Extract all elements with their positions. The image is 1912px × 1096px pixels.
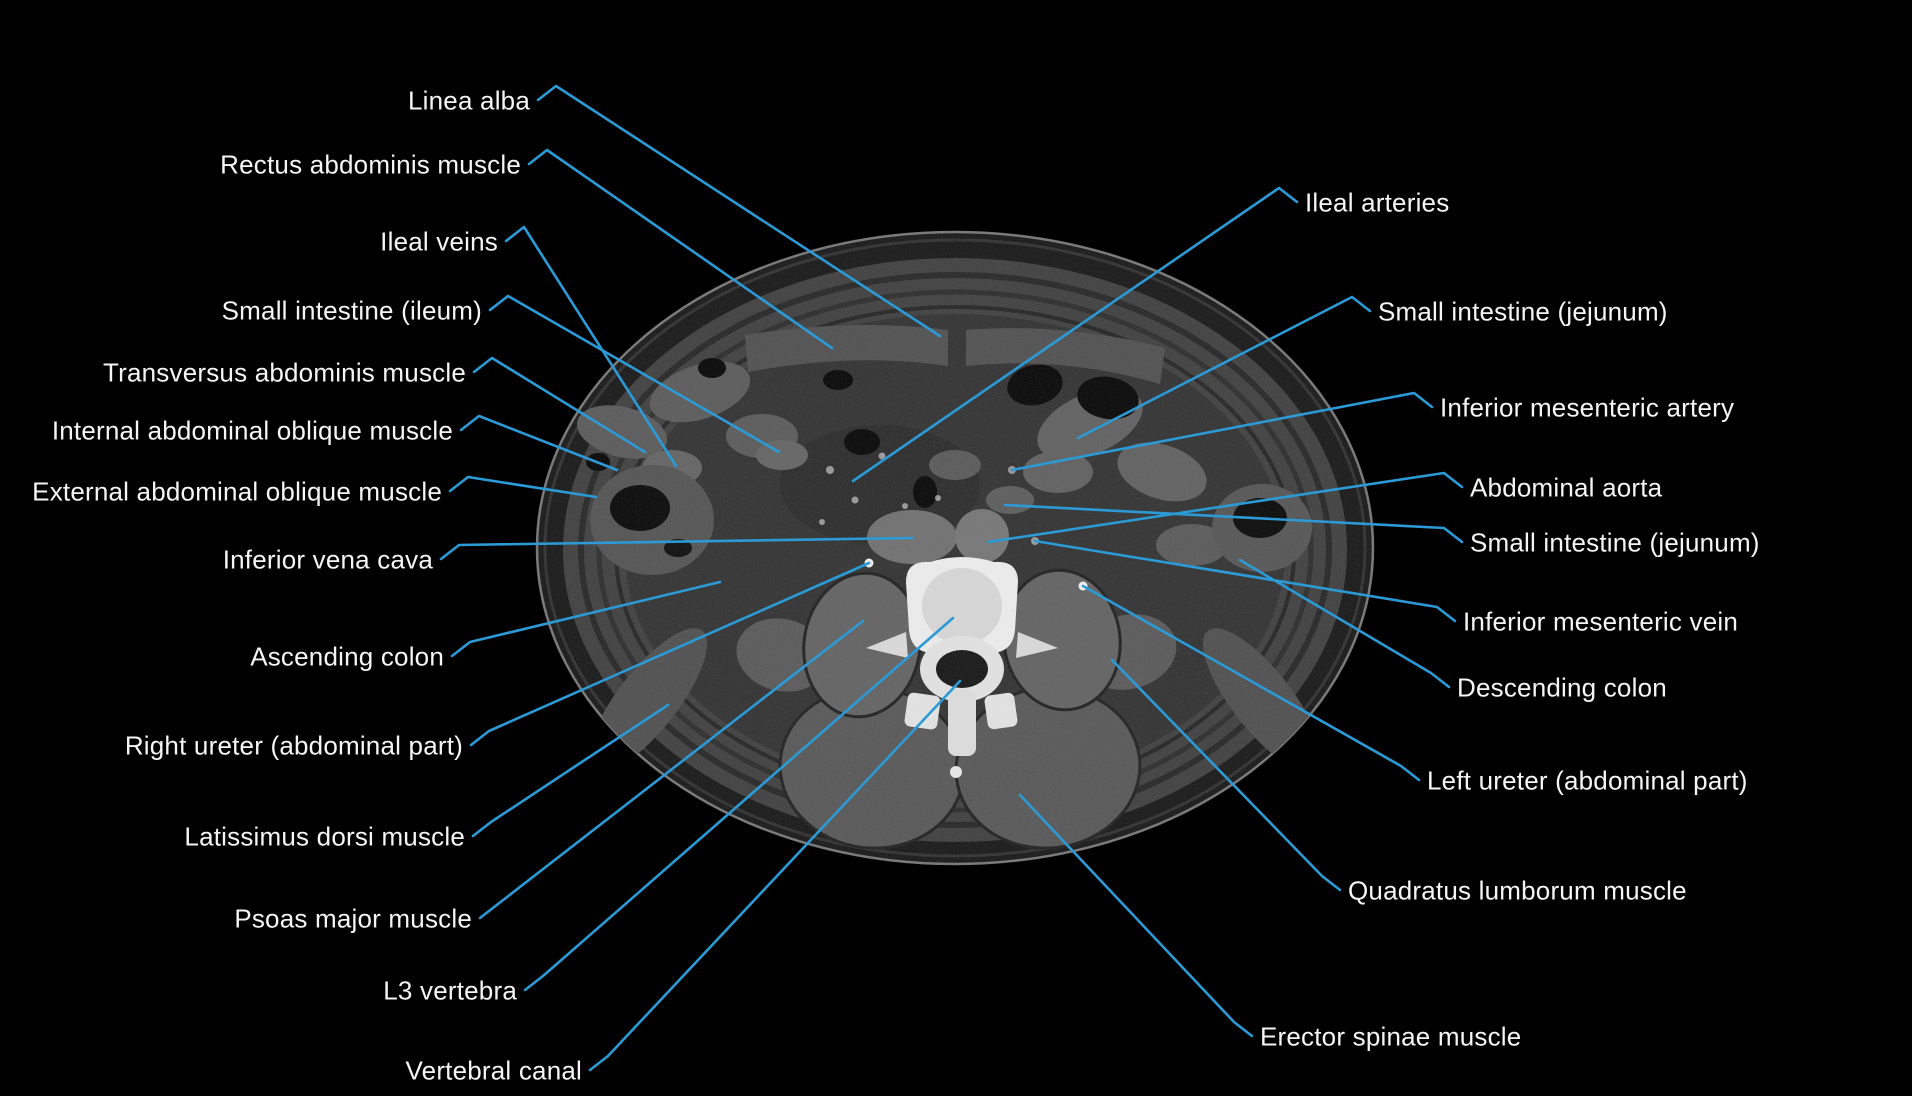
leader-line xyxy=(523,616,955,992)
leader-line xyxy=(472,356,647,454)
leader-line xyxy=(851,186,1299,483)
label-linea-alba: Linea alba xyxy=(408,85,530,116)
leader-line xyxy=(1018,793,1254,1038)
label-small-intestine-jejunum-2: Small intestine (jejunum) xyxy=(1470,527,1760,558)
label-right-ureter-abdominal-part: Right ureter (abdominal part) xyxy=(124,730,463,761)
label-quadratus-lumborum-muscle: Quadratus lumborum muscle xyxy=(1348,875,1687,906)
label-rectus-abdominis-muscle: Rectus abdominis muscle xyxy=(220,149,521,180)
label-small-intestine-jejunum: Small intestine (jejunum) xyxy=(1378,296,1668,327)
leader-line xyxy=(588,679,962,1072)
leader-line xyxy=(1110,658,1342,892)
label-l3-vertebra: L3 vertebra xyxy=(383,975,517,1006)
leader-line xyxy=(1010,391,1434,472)
leader-line xyxy=(471,703,670,838)
label-inferior-vena-cava: Inferior vena cava xyxy=(222,544,433,575)
label-internal-abdominal-oblique-muscle: Internal abdominal oblique muscle xyxy=(51,415,453,446)
leader-line xyxy=(450,580,722,658)
leader-line xyxy=(448,475,598,499)
label-transversus-abdominis-muscle: Transversus abdominis muscle xyxy=(103,357,466,388)
ct-body-cross-section xyxy=(535,230,1375,866)
label-latissimus-dorsi-muscle: Latissimus dorsi muscle xyxy=(184,821,465,852)
leader-line xyxy=(527,148,834,350)
label-psoas-major-muscle: Psoas major muscle xyxy=(234,903,472,934)
leader-line xyxy=(1033,539,1457,623)
leader-line xyxy=(1003,503,1464,544)
leader-line xyxy=(1076,295,1372,440)
label-inferior-mesenteric-artery: Inferior mesenteric artery xyxy=(1440,392,1735,423)
leader-line xyxy=(536,84,942,338)
leader-line xyxy=(986,471,1464,544)
label-left-ureter-abdominal-part: Left ureter (abdominal part) xyxy=(1427,765,1748,796)
label-descending-colon: Descending colon xyxy=(1457,672,1667,703)
label-erector-spinae-muscle: Erector spinae muscle xyxy=(1260,1021,1522,1052)
leader-line xyxy=(1081,584,1421,782)
leader-line xyxy=(478,619,865,920)
leader-line xyxy=(504,225,678,468)
leader-line xyxy=(459,414,619,472)
leader-line xyxy=(469,561,871,747)
leader-line xyxy=(439,536,915,561)
leader-lines xyxy=(439,84,1464,1072)
label-external-abdominal-oblique-muscle: External abdominal oblique muscle xyxy=(32,476,442,507)
label-inferior-mesenteric-vein: Inferior mesenteric vein xyxy=(1463,606,1739,637)
leader-line xyxy=(488,294,781,454)
leader-line xyxy=(1238,558,1451,689)
label-ileal-veins: Ileal veins xyxy=(380,226,498,257)
label-small-intestine-ileum: Small intestine (ileum) xyxy=(221,295,482,326)
label-ileal-arteries: Ileal arteries xyxy=(1305,187,1450,218)
label-abdominal-aorta: Abdominal aorta xyxy=(1470,472,1663,503)
label-ascending-colon: Ascending colon xyxy=(250,641,444,672)
label-vertebral-canal: Vertebral canal xyxy=(405,1055,582,1086)
